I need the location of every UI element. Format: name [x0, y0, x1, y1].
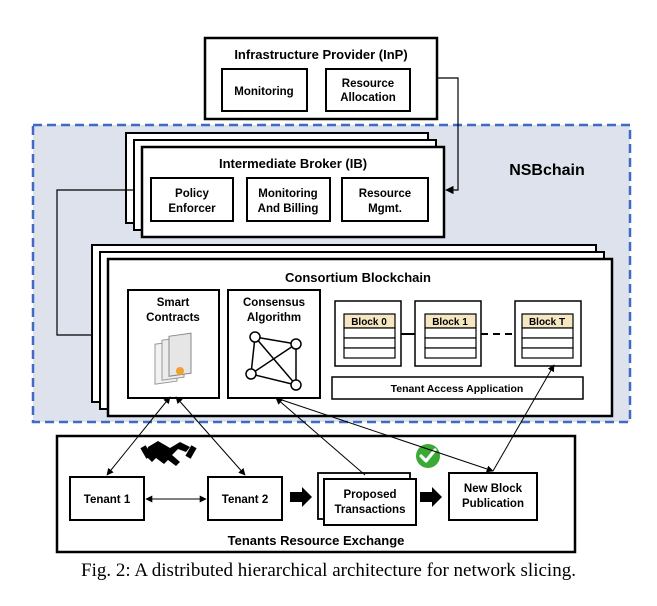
block-t: Block T: [514, 300, 582, 367]
block-0: Block 0: [334, 300, 402, 367]
consensus-label-1: Consensus: [243, 297, 305, 309]
newblock-label-2: Publication: [462, 498, 524, 510]
infrastructure-title: Infrastructure Provider (InP): [234, 47, 407, 62]
broker-to-consortium-arrow: [56, 189, 134, 340]
tenant-1-label: Tenant 1: [84, 494, 131, 506]
exchange-title: Tenants Resource Exchange: [228, 533, 405, 548]
figure-caption: Fig. 2: A distributed hierarchical archi…: [81, 560, 576, 581]
proposed-label-1: Proposed: [343, 489, 396, 501]
block-1: Block 1: [414, 300, 482, 367]
broker-title: Intermediate Broker (IB): [219, 156, 367, 171]
smart-label-2: Contracts: [146, 312, 200, 324]
billing-label-2: And Billing: [258, 203, 319, 215]
inp-monitoring-label: Monitoring: [234, 86, 293, 98]
mgmt-label-2: Mgmt.: [368, 203, 402, 215]
consortium-title: Consortium Blockchain: [285, 270, 431, 285]
smart-label-1: Smart: [157, 297, 190, 309]
consortium-blockchain: Consortium Blockchain Smart Contracts Co…: [91, 244, 614, 418]
nsbchain-label: NSBchain: [509, 162, 585, 179]
intermediate-broker: Intermediate Broker (IB) Policy Enforcer…: [125, 132, 446, 239]
mgmt-label-1: Resource: [359, 188, 411, 200]
thick-arrow-to-proposed: [290, 487, 312, 507]
infrastructure-provider: Infrastructure Provider (InP) Monitoring…: [203, 36, 439, 121]
newblock-label-1: New Block: [464, 483, 523, 495]
tenants-resource-exchange: Tenants Resource Exchange Tenant 1 Tenan…: [55, 434, 577, 554]
contract-document-icon: [154, 332, 192, 385]
billing-label-1: Monitoring: [258, 188, 317, 200]
tenant-2-label: Tenant 2: [222, 494, 268, 506]
consensus-label-2: Algorithm: [247, 312, 301, 324]
block-t-label: Block T: [529, 317, 565, 328]
block-1-label: Block 1: [432, 317, 468, 328]
transaction-arrows: [106, 364, 555, 476]
inp-to-broker-arrow: [437, 77, 459, 195]
policy-label-1: Policy: [175, 188, 209, 200]
thick-arrow-to-newblock: [420, 487, 442, 507]
check-icon: [416, 444, 440, 468]
inp-resource-label-2: Allocation: [340, 92, 396, 104]
consensus-graph-icon: [245, 331, 302, 391]
policy-label-2: Enforcer: [168, 203, 216, 215]
tenant-access-app-label: Tenant Access Application: [391, 383, 524, 395]
block-0-label: Block 0: [351, 317, 387, 328]
inp-resource-label-1: Resource: [342, 78, 394, 90]
proposed-label-2: Transactions: [335, 504, 406, 516]
